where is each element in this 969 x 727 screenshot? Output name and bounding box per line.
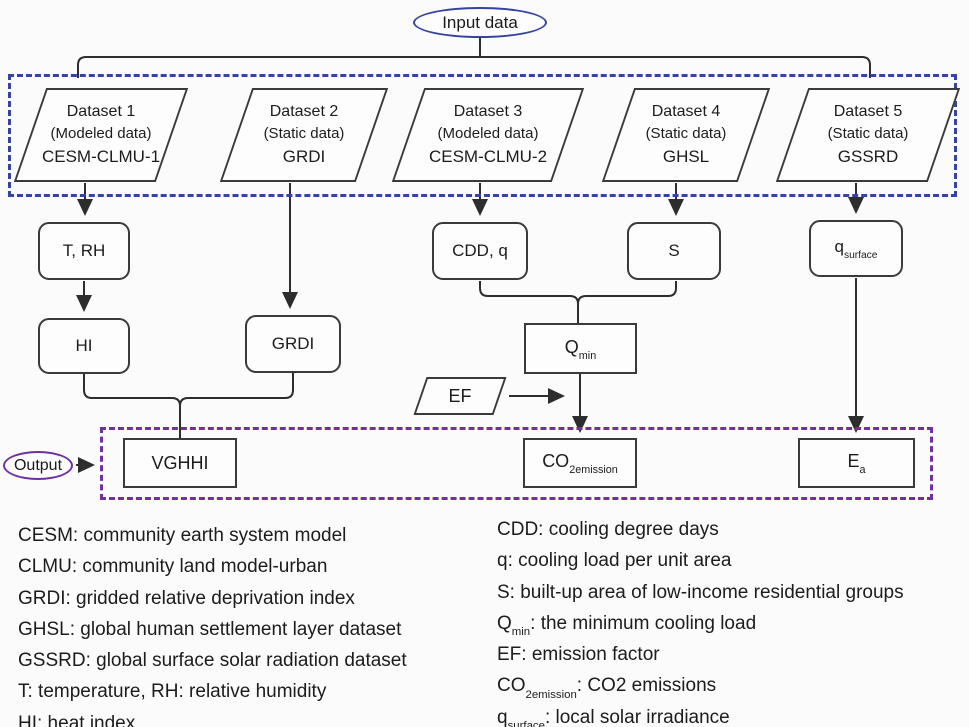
outputs-group — [100, 427, 933, 500]
dataset2-type: (Static data) — [263, 125, 345, 143]
legend-left-column: CESM: community earth system model CLMU:… — [18, 524, 409, 727]
connector-grdi-merge — [179, 373, 294, 407]
dataset4-type: (Static data) — [645, 125, 727, 143]
node-s: S — [627, 222, 721, 280]
legend-item: S: built-up area of low-income residenti… — [497, 581, 904, 603]
legend-item: T: temperature, RH: relative humidity — [18, 681, 327, 703]
dataset4-name: GHSL — [662, 147, 710, 167]
node-cdd-q-label: CDD, q — [452, 241, 508, 260]
dataset5-title: Dataset 5 — [833, 103, 903, 121]
legend-item: HI: heat index — [18, 712, 136, 727]
node-ef-label: EF — [448, 385, 472, 406]
connector-input-bar — [77, 56, 871, 78]
dataset1-parallelogram: Dataset 1 (Modeled data) CESM-CLMU-1 — [13, 88, 189, 182]
input-data-label: Input data — [442, 12, 518, 32]
node-ea: Ea — [798, 438, 915, 488]
legend-item: EF: emission factor — [497, 644, 660, 666]
node-cdd-q: CDD, q — [432, 222, 528, 280]
node-vghhi-label: VGHHI — [151, 452, 209, 473]
legend-item: CDD: cooling degree days — [497, 519, 719, 540]
node-grdi: GRDI — [245, 315, 341, 373]
node-q-min: Qmin — [524, 323, 637, 374]
dataset5-parallelogram: Dataset 5 (Static data) GSSRD — [775, 88, 961, 182]
output-label: Output — [13, 456, 63, 474]
dataset3-type: (Modeled data) — [437, 125, 539, 143]
input-data-terminal: Input data — [413, 7, 547, 38]
dataset1-type: (Modeled data) — [50, 125, 152, 143]
legend-item: GSSRD: global surface solar radiation da… — [18, 650, 407, 672]
connector-cddq-merge — [479, 281, 579, 305]
node-hi: HI — [38, 318, 130, 374]
dataset1-title: Dataset 1 — [66, 103, 136, 121]
node-ea-label: Ea — [847, 451, 866, 477]
dataset4-title: Dataset 4 — [651, 103, 721, 121]
legend-item: q: cooling load per unit area — [497, 550, 732, 572]
legend-right-column: CDD: cooling degree days q: cooling load… — [497, 518, 904, 727]
legend-item: GHSL: global human settlement layer data… — [18, 618, 402, 640]
dataset2-parallelogram: Dataset 2 (Static data) GRDI — [219, 88, 389, 182]
node-co2-emission-label: CO2emission — [542, 451, 618, 477]
node-vghhi: VGHHI — [123, 438, 237, 488]
dataset4-parallelogram: Dataset 4 (Static data) GHSL — [601, 88, 771, 182]
dataset2-title: Dataset 2 — [269, 103, 339, 121]
node-co2-emission: CO2emission — [523, 438, 637, 488]
dataset3-title: Dataset 3 — [453, 103, 523, 121]
node-q-surface: qsurface — [809, 220, 903, 277]
dataset5-name: GSSRD — [837, 147, 899, 167]
node-q-min-label: Qmin — [564, 336, 597, 362]
legend-item: CESM: community earth system model — [18, 525, 347, 546]
legend-item: GRDI: gridded relative deprivation index — [18, 587, 355, 609]
legend-item: Qmin: the minimum cooling load — [497, 612, 757, 639]
dataset2-name: GRDI — [282, 147, 326, 167]
dataset3-name: CESM-CLMU-2 — [428, 147, 548, 167]
connector-s-merge — [577, 281, 677, 305]
dataset5-type: (Static data) — [827, 125, 909, 143]
dataset3-parallelogram: Dataset 3 (Modeled data) CESM-CLMU-2 — [391, 88, 585, 182]
node-grdi-label: GRDI — [271, 334, 315, 353]
node-q-surface-label: qsurface — [834, 237, 878, 261]
dataset1-name: CESM-CLMU-1 — [41, 147, 161, 167]
input-datasets-group — [8, 74, 957, 197]
legend-item: qsurface: local solar irradiance — [497, 706, 730, 727]
connector-hi-merge — [83, 374, 181, 407]
legend-item: CLMU: community land model-urban — [18, 556, 328, 578]
node-ef: EF — [413, 377, 507, 415]
node-s-label: S — [668, 241, 680, 260]
output-terminal: Output — [3, 451, 73, 480]
node-hi-label: HI — [75, 336, 93, 355]
legend-item: CO2emission: CO2 emissions — [497, 675, 717, 701]
node-t-rh-label: T, RH — [62, 241, 106, 260]
node-t-rh: T, RH — [38, 222, 130, 280]
